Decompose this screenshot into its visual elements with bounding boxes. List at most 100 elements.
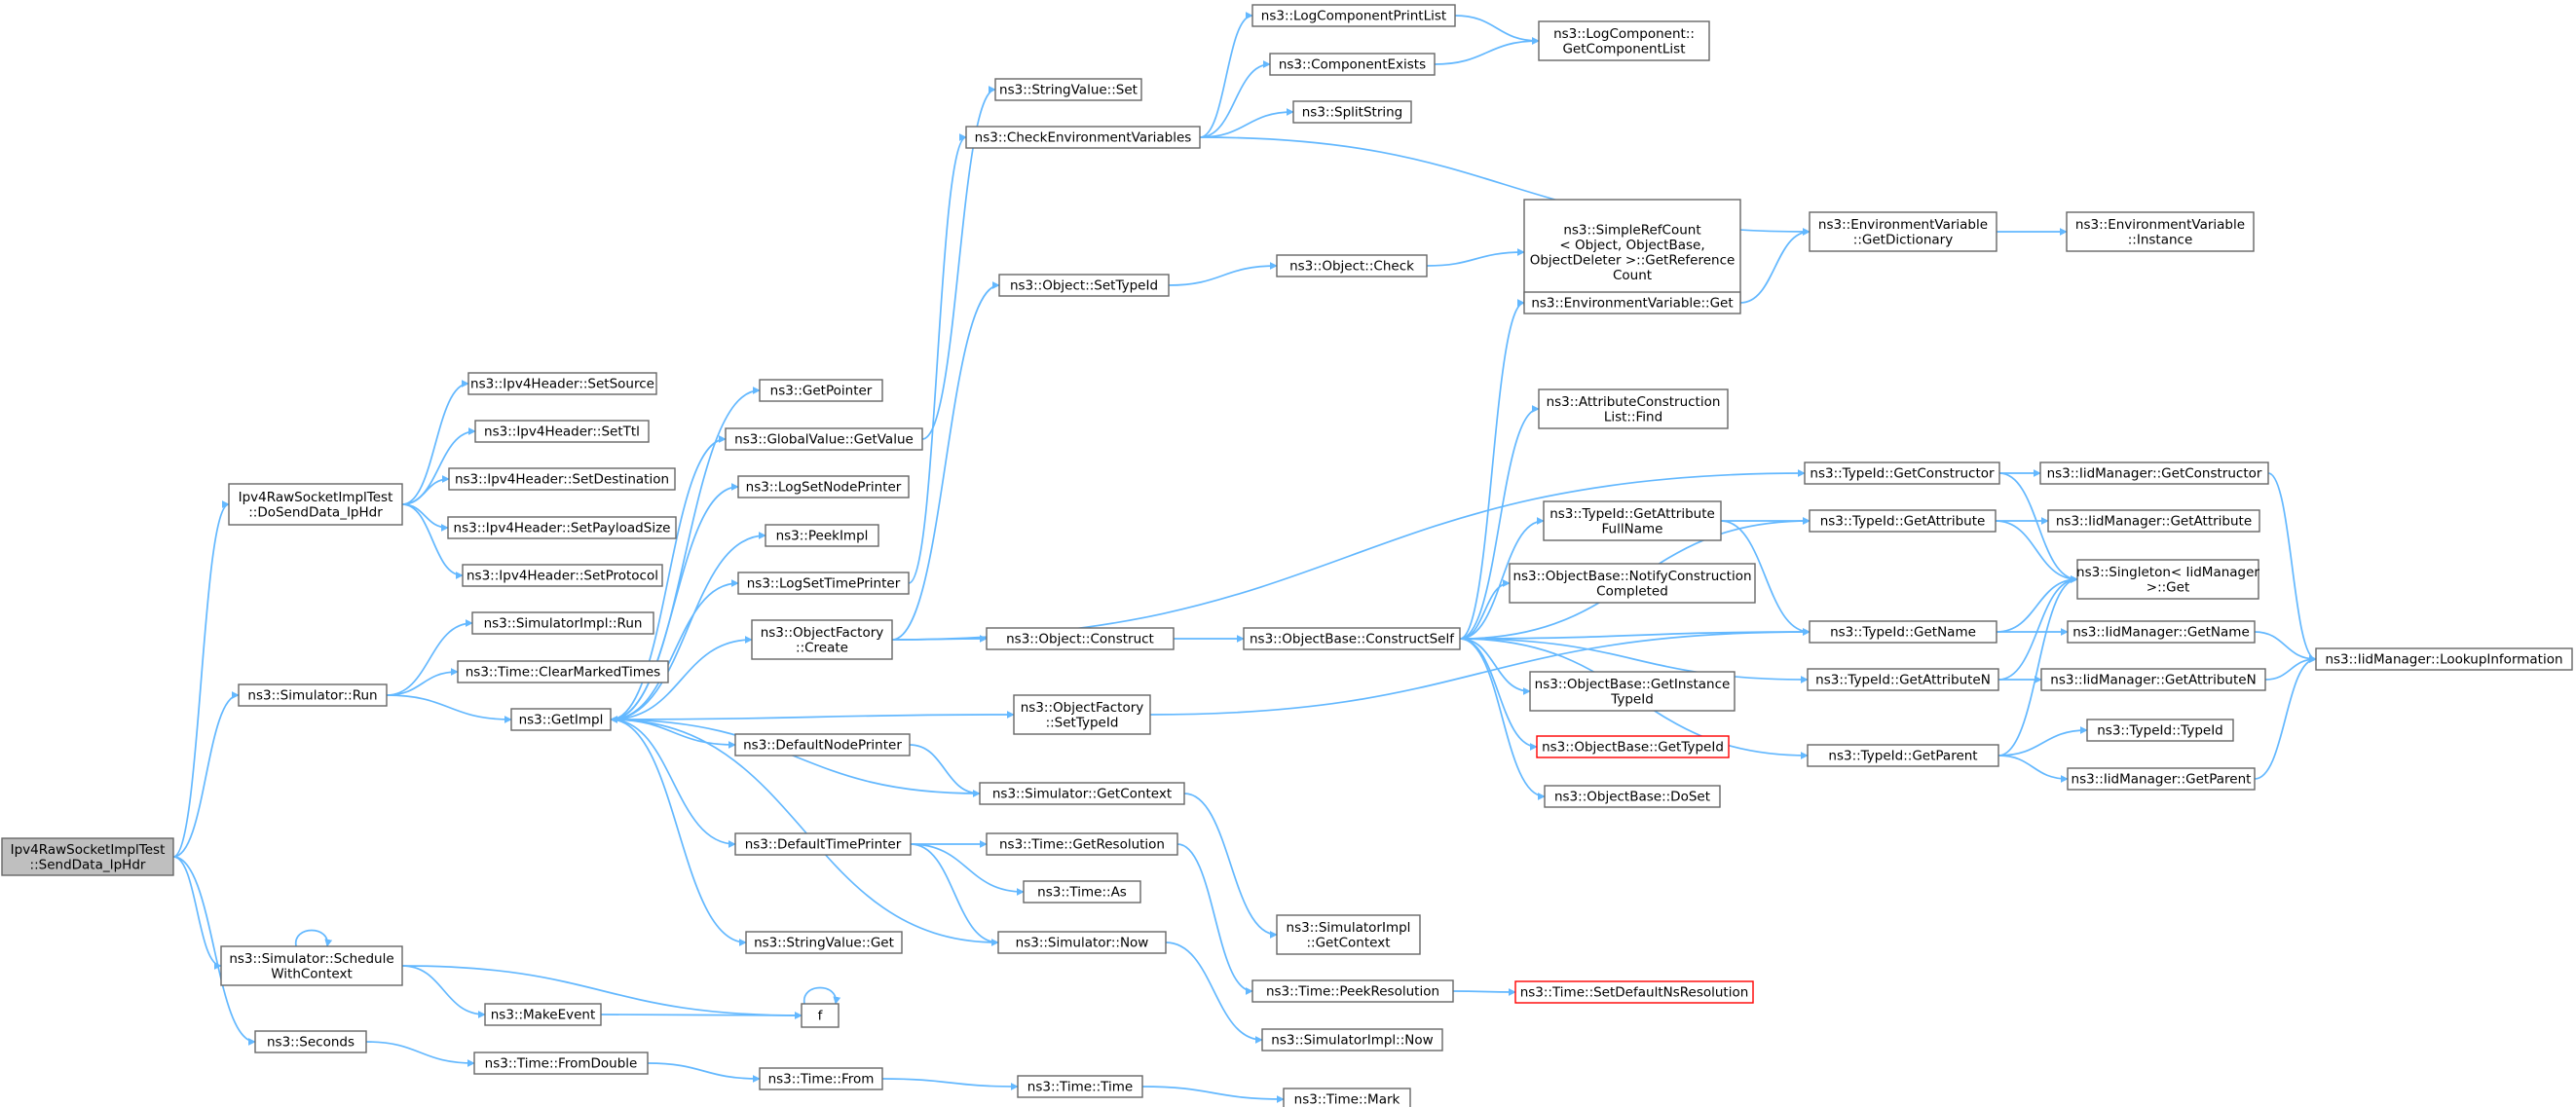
node-objconstruct[interactable]: ns3::Object::Construct (986, 627, 1175, 650)
node-box-iidgetparent[interactable] (2067, 767, 2256, 791)
node-simplerefcount[interactable]: ns3::SimpleRefCount< Object, ObjectBase,… (1523, 199, 1741, 306)
node-box-envinstance[interactable] (2066, 211, 2255, 252)
node-box-timefrom[interactable] (759, 1067, 883, 1090)
node-box-f[interactable] (801, 1003, 840, 1028)
node-simimplgetctx[interactable]: ns3::SimulatorImpl::GetContext (1276, 914, 1421, 955)
node-timepeekres[interactable]: ns3::Time::PeekResolution (1251, 979, 1454, 1003)
node-box-obdoset[interactable] (1544, 785, 1721, 808)
node-box-setpayload[interactable] (447, 516, 677, 539)
node-box-timegetres[interactable] (986, 832, 1178, 856)
node-setttl[interactable]: ns3::Ipv4Header::SetTtl (474, 420, 650, 443)
node-clearmarked[interactable]: ns3::Time::ClearMarkedTimes (457, 660, 669, 683)
node-box-envgetdict[interactable] (1809, 211, 1997, 252)
node-box-seconds[interactable] (254, 1030, 367, 1053)
node-timefrom[interactable]: ns3::Time::From (759, 1067, 883, 1090)
node-box-compexists[interactable] (1269, 53, 1436, 76)
node-box-deftimeprinter[interactable] (734, 832, 912, 856)
node-setdest[interactable]: ns3::Ipv4Header::SetDestination (448, 467, 676, 491)
node-box-peekimpl[interactable] (765, 524, 879, 547)
node-fromdouble[interactable]: ns3::Time::FromDouble (473, 1052, 649, 1075)
node-box-singleton[interactable] (2076, 559, 2259, 600)
node-box-checkenv[interactable] (965, 126, 1201, 149)
node-box-root[interactable] (1, 837, 174, 876)
node-peekimpl[interactable]: ns3::PeekImpl (765, 524, 879, 547)
node-iidgetattr[interactable]: ns3::IidManager::GetAttribute (2047, 509, 2260, 533)
node-singleton[interactable]: ns3::Singleton< IidManager>::Get (2076, 559, 2259, 600)
node-box-tidtypeid[interactable] (2086, 719, 2234, 742)
node-box-timeas[interactable] (1023, 880, 1141, 904)
node-box-getinsttypeid[interactable] (1529, 671, 1736, 712)
node-ofcreate[interactable]: ns3::ObjectFactory::Create (751, 619, 893, 660)
node-setpayload[interactable]: ns3::Ipv4Header::SetPayloadSize (447, 516, 677, 539)
node-box-setsource[interactable] (467, 372, 657, 395)
node-box-iidlookup[interactable] (2315, 647, 2573, 671)
node-box-simimplgetctx[interactable] (1276, 914, 1421, 955)
node-simgetctx[interactable]: ns3::Simulator::GetContext (979, 782, 1185, 805)
node-dosend[interactable]: Ipv4RawSocketImplTest::DoSendData_IpHdr (228, 483, 403, 526)
node-setsource[interactable]: ns3::Ipv4Header::SetSource (467, 372, 657, 395)
node-simnow[interactable]: ns3::Simulator::Now (997, 931, 1167, 954)
node-box-tidgetattrfull[interactable] (1543, 500, 1722, 541)
node-tidgetparent[interactable]: ns3::TypeId::GetParent (1807, 744, 1999, 767)
node-iidgetattrn[interactable]: ns3::IidManager::GetAttributeN (2040, 668, 2266, 691)
node-objsettypeid[interactable]: ns3::Object::SetTypeId (998, 274, 1170, 297)
node-box-tidgetattrn[interactable] (1807, 668, 1999, 691)
node-logsetnode[interactable]: ns3::LogSetNodePrinter (737, 475, 910, 498)
node-splitstring[interactable]: ns3::SplitString (1292, 100, 1412, 124)
node-box-simnow[interactable] (997, 931, 1167, 954)
node-tidgetctor[interactable]: ns3::TypeId::GetConstructor (1804, 461, 2000, 485)
node-logsettime[interactable]: ns3::LogSetTimePrinter (737, 572, 910, 595)
node-box-tidgetctor[interactable] (1804, 461, 2000, 485)
node-box-fromdouble[interactable] (473, 1052, 649, 1075)
node-simimplrun[interactable]: ns3::SimulatorImpl::Run (471, 611, 654, 635)
node-box-timetime[interactable] (1017, 1075, 1143, 1098)
node-box-objcheck[interactable] (1276, 254, 1428, 277)
node-box-obgettypeid[interactable] (1536, 735, 1730, 758)
node-box-setdest[interactable] (448, 467, 676, 491)
node-envinstance[interactable]: ns3::EnvironmentVariable::Instance (2066, 211, 2255, 252)
node-simimplnow[interactable]: ns3::SimulatorImpl::Now (1261, 1028, 1443, 1052)
node-box-attrconstfind[interactable] (1538, 388, 1729, 429)
node-iidlookup[interactable]: ns3::IidManager::LookupInformation (2315, 647, 2573, 671)
node-timegetres[interactable]: ns3::Time::GetResolution (986, 832, 1178, 856)
node-box-notifyconst[interactable] (1509, 563, 1756, 604)
node-box-ofcreate[interactable] (751, 619, 893, 660)
node-box-schedctx[interactable] (220, 945, 403, 986)
node-objbasecs[interactable]: ns3::ObjectBase::ConstructSelf (1243, 627, 1461, 650)
node-box-dosend[interactable] (228, 483, 403, 526)
node-box-iidgetctor[interactable] (2039, 461, 2269, 485)
node-box-defnodeprinter[interactable] (734, 733, 911, 756)
node-gvgetvalue[interactable]: ns3::GlobalValue::GetValue (725, 427, 923, 451)
node-simrun[interactable]: ns3::Simulator::Run (238, 683, 388, 707)
node-setdefaultns[interactable]: ns3::Time::SetDefaultNsResolution (1514, 980, 1754, 1004)
node-envvarget[interactable]: ns3::EnvironmentVariable::Get (1523, 291, 1741, 314)
node-seconds[interactable]: ns3::Seconds (254, 1030, 367, 1053)
node-objcheck[interactable]: ns3::Object::Check (1276, 254, 1428, 277)
node-svget[interactable]: ns3::StringValue::Get (745, 931, 903, 954)
node-tidtypeid[interactable]: ns3::TypeId::TypeId (2086, 719, 2234, 742)
node-box-logsettime[interactable] (737, 572, 910, 595)
node-box-iidgetattrn[interactable] (2040, 668, 2266, 691)
node-getpointer[interactable]: ns3::GetPointer (759, 379, 883, 402)
node-box-setproto[interactable] (462, 564, 663, 587)
node-box-gvgetvalue[interactable] (725, 427, 923, 451)
node-box-tidgetparent[interactable] (1807, 744, 1999, 767)
node-box-objbasecs[interactable] (1243, 627, 1461, 650)
node-box-tidgetattr[interactable] (1809, 509, 1997, 533)
node-obdoset[interactable]: ns3::ObjectBase::DoSet (1544, 785, 1721, 808)
node-root[interactable]: Ipv4RawSocketImplTest::SendData_IpHdr (1, 837, 174, 876)
node-box-splitstring[interactable] (1292, 100, 1412, 124)
node-ofsettypeid[interactable]: ns3::ObjectFactory::SetTypeId (1013, 694, 1151, 735)
node-box-objconstruct[interactable] (986, 627, 1175, 650)
node-box-simrun[interactable] (238, 683, 388, 707)
node-box-ofsettypeid[interactable] (1013, 694, 1151, 735)
node-tidgetattr[interactable]: ns3::TypeId::GetAttribute (1809, 509, 1997, 533)
node-obgettypeid[interactable]: ns3::ObjectBase::GetTypeId (1536, 735, 1730, 758)
node-box-setdefaultns[interactable] (1514, 980, 1754, 1004)
node-box-timepeekres[interactable] (1251, 979, 1454, 1003)
node-timetime[interactable]: ns3::Time::Time (1017, 1075, 1143, 1098)
node-tidgetattrn[interactable]: ns3::TypeId::GetAttributeN (1807, 668, 1999, 691)
